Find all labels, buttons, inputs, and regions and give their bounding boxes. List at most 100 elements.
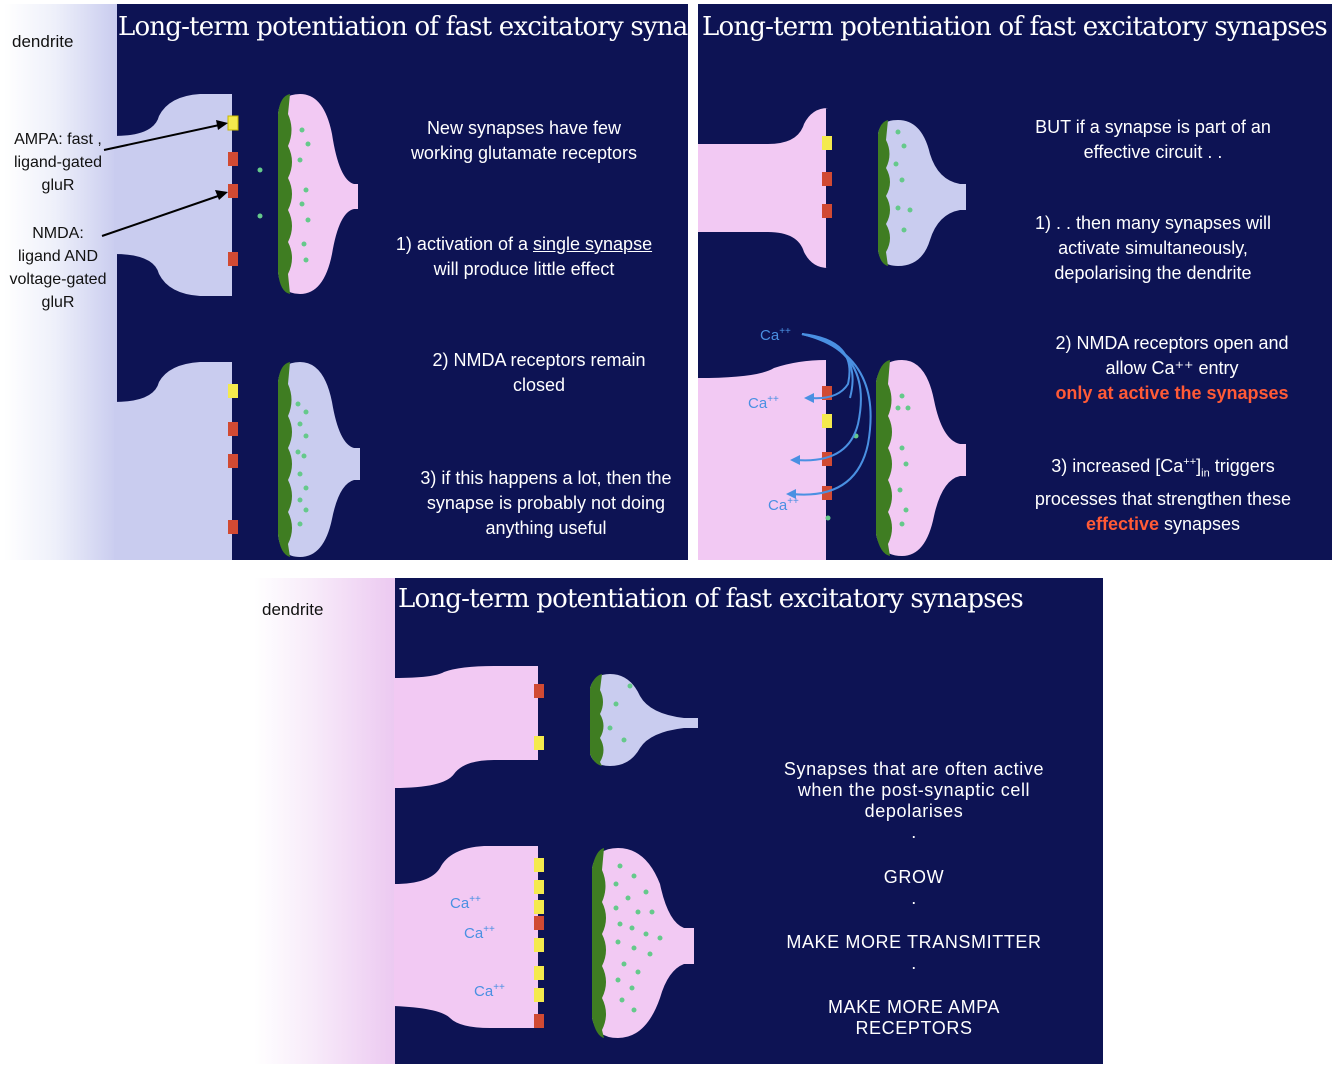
dendritic-spine xyxy=(394,846,538,1028)
point-2-line: allow Ca⁺⁺ entry xyxy=(1105,358,1239,378)
nmda-label-line: NMDA: xyxy=(32,225,84,242)
bracket: ] xyxy=(1196,456,1202,476)
ampa-receptor xyxy=(227,115,239,131)
ion-name: Ca xyxy=(768,497,788,514)
point-2: 2) NMDA receptors remain closed xyxy=(384,348,688,398)
nmda-receptor xyxy=(228,520,238,534)
ampa-receptor xyxy=(822,414,832,428)
point-1-line: will produce little effect xyxy=(433,259,615,279)
synapse-diagram xyxy=(698,108,966,560)
presynaptic-terminal xyxy=(878,120,966,266)
ampa-pointer-arrow xyxy=(103,123,225,151)
dendrite-shaft xyxy=(4,4,117,560)
dendritic-spine xyxy=(114,362,232,560)
ampa-receptor xyxy=(822,136,832,150)
calcium-label: Ca++ xyxy=(474,982,505,1000)
summary-line: when the post-synaptic cell xyxy=(797,780,1031,800)
highlight-text: only at active the synapses xyxy=(1055,383,1289,403)
ampa-receptor xyxy=(534,858,544,872)
point-3-end: synapses xyxy=(1159,513,1241,534)
panel-ltp-weak-synapse: dendrite AMPA: fast , ligand-gated gluR … xyxy=(4,4,688,560)
synapse-diagram xyxy=(101,94,360,560)
ion-name: Ca xyxy=(450,895,470,912)
point-2-line: closed xyxy=(512,375,566,395)
vesicle-cluster xyxy=(895,393,911,527)
point-1: 1) . . then many synapses will activate … xyxy=(998,211,1308,286)
point-1-prefix: 1) activation of a xyxy=(395,234,533,254)
vesicle-cluster xyxy=(297,127,311,263)
summary-line: MAKE MORE TRANSMITTER xyxy=(786,932,1042,952)
glutamate xyxy=(257,167,263,173)
ampa-receptor xyxy=(534,966,544,980)
calcium-influx-arrows xyxy=(791,333,872,496)
panel-ltp-effective-circuit: Ca++ Ca++ Ca++ Long-term potentiation of… xyxy=(698,4,1332,560)
nmda-label-line: ligand AND xyxy=(17,248,99,265)
calcium-label: Ca++ xyxy=(464,924,495,942)
nmda-label: NMDA: ligand AND voltage-gated gluR xyxy=(4,222,112,314)
ampa-label-line: ligand-gated xyxy=(13,154,103,171)
nmda-receptor xyxy=(534,916,544,930)
ion-charge: ++ xyxy=(469,894,481,905)
nmda-receptor xyxy=(228,252,238,266)
point-2: 2) NMDA receptors open and allow Ca⁺⁺ en… xyxy=(1014,331,1330,406)
active-zone xyxy=(590,674,604,766)
separator-dot: . xyxy=(911,888,917,908)
highlight-text: effective xyxy=(1085,513,1159,534)
calcium-label: Ca++ xyxy=(748,394,779,412)
summary-line: Synapses that are often active xyxy=(783,759,1045,779)
arrowhead xyxy=(786,393,814,499)
dendritic-spine xyxy=(114,94,232,296)
ion-charge: ++ xyxy=(779,326,791,337)
vesicle-cluster xyxy=(893,129,913,233)
ion-charge: ++ xyxy=(787,496,799,507)
summary-intro: Synapses that are often active when the … xyxy=(734,759,1094,843)
nmda-pointer-arrow xyxy=(101,193,225,237)
ampa-receptor xyxy=(534,736,544,750)
ampa-label-line: AMPA: fast , xyxy=(14,131,102,148)
presynaptic-terminal xyxy=(592,848,694,1038)
dendrite-label: dendrite xyxy=(262,600,324,619)
nmda-receptor xyxy=(822,172,832,186)
ion-charge: ++ xyxy=(493,982,505,993)
summary-line: depolarises xyxy=(864,801,964,821)
separator-dot: . xyxy=(911,953,917,973)
ion-name: Ca xyxy=(474,983,494,1000)
ion-charge: ++ xyxy=(483,924,495,935)
synapse-diagram xyxy=(394,666,698,1038)
nmda-receptor xyxy=(228,422,238,436)
presynaptic-terminal xyxy=(278,94,358,294)
ampa-label-line: gluR xyxy=(41,177,75,194)
active-zone xyxy=(592,848,606,1038)
point-3-line: effective synapses xyxy=(1004,512,1322,537)
nmda-receptor xyxy=(822,486,832,500)
vesicle-cluster xyxy=(607,683,633,743)
point-3: 3) increased [Ca++]in triggers processes… xyxy=(1004,450,1322,537)
point-2-line: 2) NMDA receptors remain xyxy=(432,350,646,370)
intro-line: effective circuit . . xyxy=(1083,142,1223,162)
intro-line: New synapses have few xyxy=(426,118,622,138)
vesicle-cluster xyxy=(295,401,309,527)
point-1: 1) activation of a single synapse will p… xyxy=(364,232,684,282)
separator-dot: . xyxy=(911,822,917,842)
dendritic-spine xyxy=(698,108,828,268)
ion-charge: ++ xyxy=(767,394,779,405)
intro-line: working glutamate receptors xyxy=(410,143,638,163)
nmda-receptor xyxy=(822,452,832,466)
summary-line: RECEPTORS xyxy=(855,1018,973,1038)
calcium-label: Ca++ xyxy=(760,326,791,344)
summary-line: GROW xyxy=(883,867,945,887)
point-1-line: depolarising the dendrite xyxy=(1054,263,1252,283)
slide-title: Long-term potentiation of fast excitator… xyxy=(118,12,688,42)
nmda-receptor xyxy=(822,386,832,400)
point-3-line: 3) increased [Ca++]in triggers xyxy=(1004,450,1322,487)
active-zone xyxy=(278,94,292,294)
presynaptic-terminal xyxy=(590,674,698,766)
nmda-label-line: voltage-gated xyxy=(9,271,107,288)
point-1-line: 1) activation of a single synapse xyxy=(364,232,684,257)
summary-line: MAKE MORE AMPA xyxy=(827,997,1001,1017)
nmda-receptor xyxy=(228,152,238,166)
glutamate xyxy=(257,213,263,219)
active-zone xyxy=(878,120,890,266)
ampa-receptor xyxy=(534,900,544,914)
ampa-receptor xyxy=(534,938,544,952)
